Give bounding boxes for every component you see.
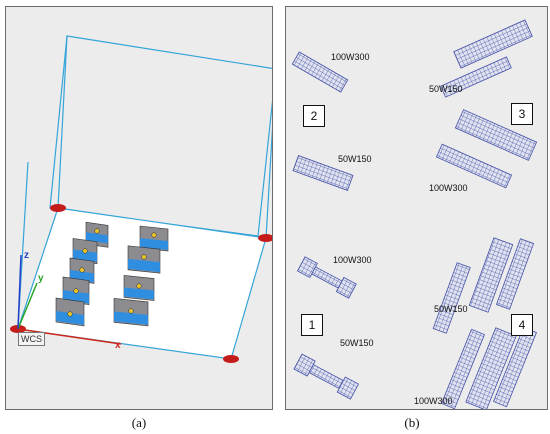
specimen-mesh — [441, 328, 485, 409]
specimen-label: 50W150 — [429, 84, 463, 94]
z-axis — [17, 254, 22, 330]
specimen-mesh — [468, 237, 514, 313]
z-axis-label: z — [24, 250, 29, 261]
layout-view: 2 3 1 4 100W300 50W150 50W150 100W300 10… — [285, 6, 548, 410]
quadrant-number: 3 — [511, 103, 533, 125]
y-axis-label: y — [38, 273, 44, 284]
printed-part — [55, 297, 85, 327]
printed-part — [72, 238, 98, 265]
x-axis-label: x — [115, 340, 121, 351]
specimen-label: 100W300 — [429, 183, 468, 193]
quadrant-number: 4 — [511, 314, 533, 336]
specimen-dogbone — [293, 353, 360, 400]
specimen-mesh — [440, 56, 512, 98]
build-box-top — [49, 35, 272, 237]
build-box-edge — [57, 35, 68, 209]
specimen-mesh — [435, 143, 513, 189]
specimen-label: 50W150 — [434, 304, 468, 314]
y-axis — [17, 282, 38, 330]
quadrant-number: 2 — [303, 105, 325, 127]
printed-part — [127, 245, 161, 274]
caption-b: (b) — [404, 415, 420, 430]
printed-part — [139, 225, 169, 252]
build-box-edge — [265, 126, 272, 239]
specimen-mesh — [292, 155, 354, 191]
specimen-mesh — [432, 262, 471, 334]
corner-marker — [258, 234, 272, 242]
layout-canvas — [291, 19, 538, 409]
wcs-label: WCS — [18, 332, 45, 346]
specimen-label: 100W300 — [414, 396, 453, 406]
build-volume-view: WCS x y z — [5, 6, 273, 410]
printed-part — [113, 298, 149, 327]
specimen-dogbone — [296, 256, 357, 299]
quadrant-number: 1 — [301, 314, 323, 336]
part-group-right — [113, 225, 169, 327]
specimen-label: 100W300 — [331, 52, 370, 62]
specimen-mesh — [465, 327, 517, 409]
specimen-mesh — [454, 109, 538, 161]
build-volume-canvas — [10, 35, 272, 363]
specimen-mesh — [453, 19, 533, 69]
printed-part — [123, 275, 155, 301]
specimen-label: 50W150 — [338, 154, 372, 164]
specimen-mesh — [291, 51, 349, 93]
specimen-label: 50W150 — [340, 338, 374, 348]
caption-a: (a) — [131, 415, 147, 430]
corner-marker — [223, 355, 239, 363]
part-group-left — [55, 221, 109, 327]
corner-marker — [50, 204, 66, 212]
x-axis — [17, 328, 122, 345]
specimen-label: 100W300 — [333, 255, 372, 265]
specimen-mesh — [495, 238, 535, 310]
